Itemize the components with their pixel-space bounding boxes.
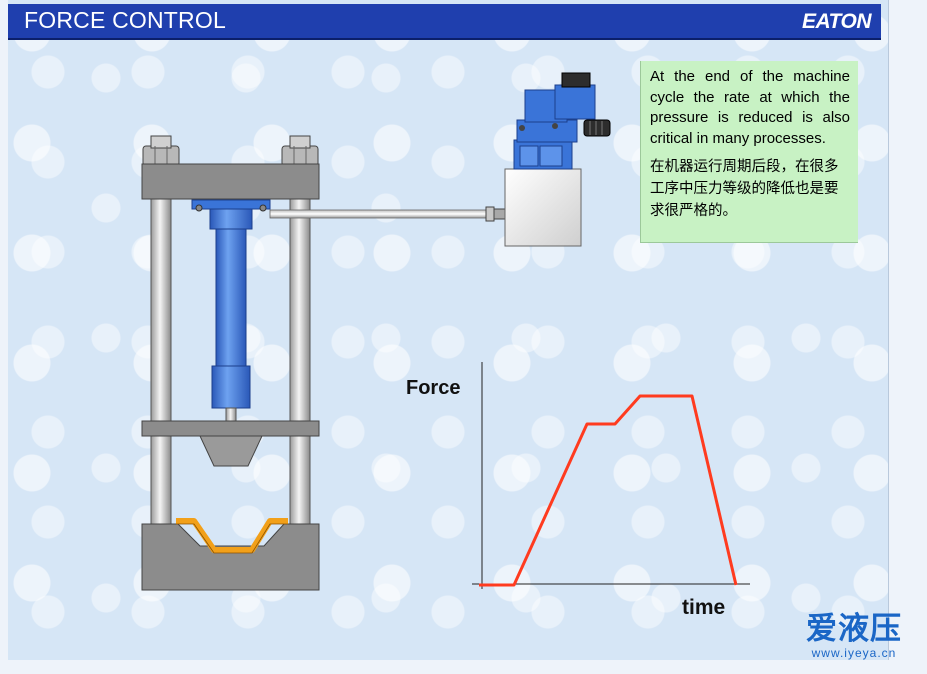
watermark-url: www.iyeya.cn [811,646,897,660]
cylinder-flange [191,199,271,210]
adjustment-knob [583,119,611,137]
hydraulic-cylinder [191,199,271,423]
upper-die [199,435,263,467]
force-profile-line [479,394,738,587]
cylinder-piston [211,365,251,409]
title-bar: FORCE CONTROL EATON [8,4,881,40]
x-axis-label: time [682,596,726,619]
pipe-fitting [485,206,495,222]
proportional-valve [513,72,611,170]
force-time-graph [472,362,750,589]
watermark: 爱液压 www.iyeya.cn [786,612,922,660]
workpiece [176,518,288,553]
valve-manifold [504,168,582,247]
cylinder-barrel [215,228,247,370]
press-frame [141,135,320,531]
watermark-text: 爱液压 [806,611,902,647]
left-column [150,159,172,531]
press-bed [141,523,320,591]
note-english-text: At the end of the machine cycle the rate… [650,68,850,147]
top-nut-left [142,135,180,167]
hydraulic-line [269,209,493,219]
piston-rod [225,407,237,423]
solenoid-connector [561,72,591,88]
eaton-logo: EATON [801,10,872,33]
top-nut-right [281,135,319,167]
cylinder-head [209,208,253,230]
explanation-note: At the end of the machine cycle the rate… [640,61,858,243]
page-title: FORCE CONTROL [24,7,226,33]
y-axis-label: Force [406,377,461,399]
note-chinese-text: 在机器运行周期后段，在很多工序中压力等级的降低也是要求很严格的。 [650,159,839,219]
moving-platen [141,420,320,437]
top-crown [141,163,320,200]
